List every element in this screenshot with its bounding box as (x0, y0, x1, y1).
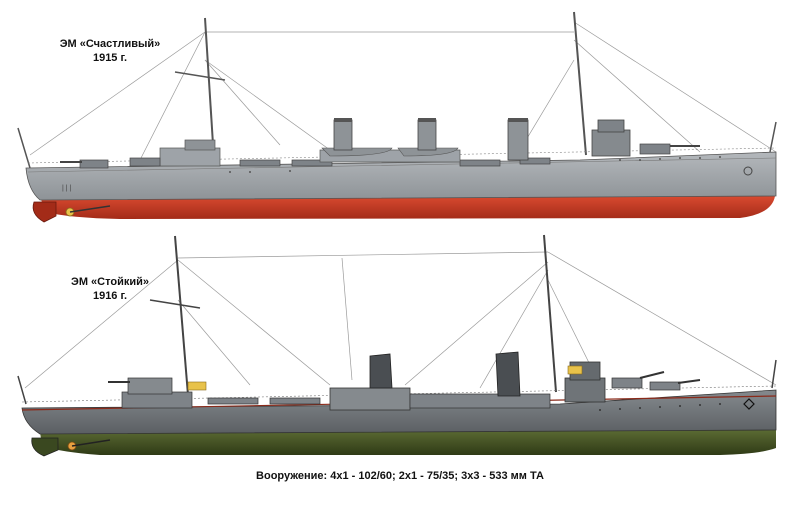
ship-1-drawing: | | | (17, 11, 777, 223)
ship-2-year: 1916 г. (92, 290, 128, 302)
svg-text:| | |: | | | (62, 185, 72, 192)
ship-1-name: ЭМ «Счастливый» (59, 38, 161, 50)
ship-2-drawing (17, 234, 777, 457)
ship-2-rigging (24, 251, 777, 389)
ship-1-rigging (29, 21, 777, 161)
ship-2-label: ЭМ «Стойкий» 1916 г. (40, 275, 180, 303)
ship-1-label: ЭМ «Счастливый» 1915 г. (40, 37, 180, 65)
armament-caption: Вооружение: 4х1 - 102/60; 2х1 - 75/35; 3… (256, 470, 544, 482)
ship-2-name: ЭМ «Стойкий» (71, 276, 149, 288)
ship-1-year: 1915 г. (92, 52, 128, 64)
